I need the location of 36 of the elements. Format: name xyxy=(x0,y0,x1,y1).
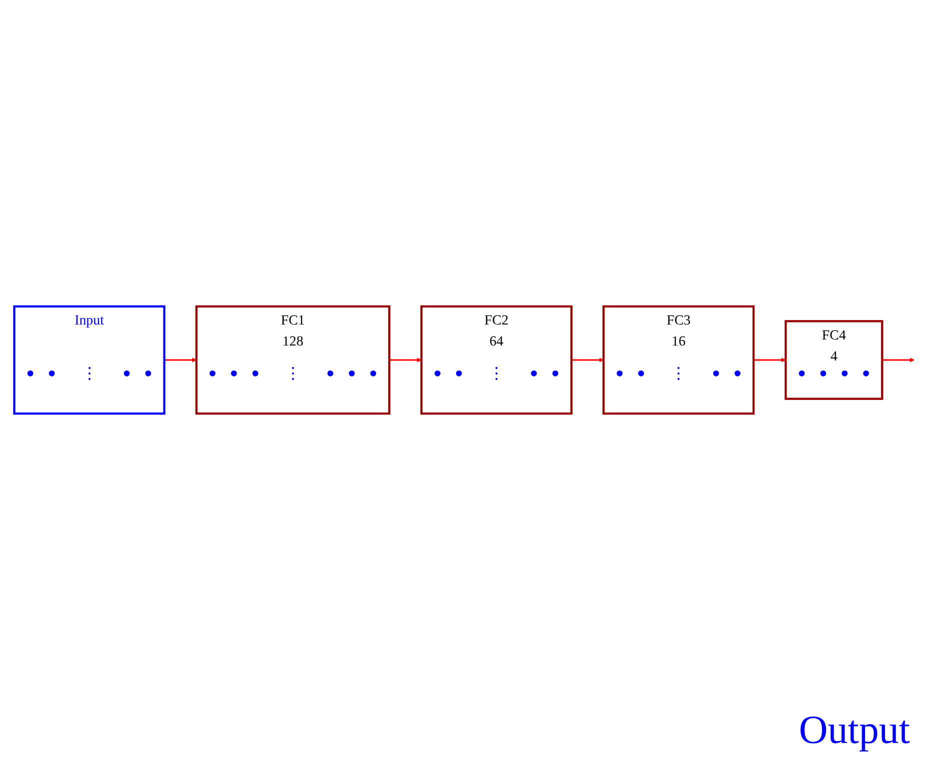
node-text: ⋮ xyxy=(670,364,687,382)
node-circle xyxy=(230,370,237,376)
node-circle xyxy=(798,370,805,376)
node-text: ⋮ xyxy=(81,364,98,382)
node-circle xyxy=(616,370,623,376)
node-circle xyxy=(820,370,826,376)
node-circle xyxy=(456,370,462,376)
node-circle xyxy=(27,370,34,376)
arrow xyxy=(754,358,786,362)
arrow xyxy=(882,358,914,362)
node-circle xyxy=(863,370,870,376)
cluster xyxy=(784,320,884,400)
cluster xyxy=(602,305,755,415)
node-text: ⋮ xyxy=(284,364,301,382)
node-circle xyxy=(48,370,55,376)
node-circle xyxy=(734,370,740,376)
arrow xyxy=(389,358,422,362)
node-circle xyxy=(348,370,355,376)
node-circle xyxy=(124,370,130,376)
node-circle xyxy=(552,370,558,376)
node-circle xyxy=(713,370,720,376)
node-circle xyxy=(210,370,216,376)
arrow xyxy=(571,358,604,362)
cluster xyxy=(195,305,390,415)
node-circle xyxy=(638,370,644,376)
node-circle xyxy=(252,370,258,376)
cluster xyxy=(13,305,166,415)
node-text: ⋮ xyxy=(488,364,504,382)
arrow xyxy=(164,358,197,362)
node-circle xyxy=(434,370,440,376)
node-circle xyxy=(370,370,376,376)
node-circle xyxy=(145,370,152,376)
node-circle xyxy=(327,370,334,376)
node-circle xyxy=(842,370,848,376)
cluster xyxy=(420,305,572,415)
node-circle xyxy=(530,370,537,376)
